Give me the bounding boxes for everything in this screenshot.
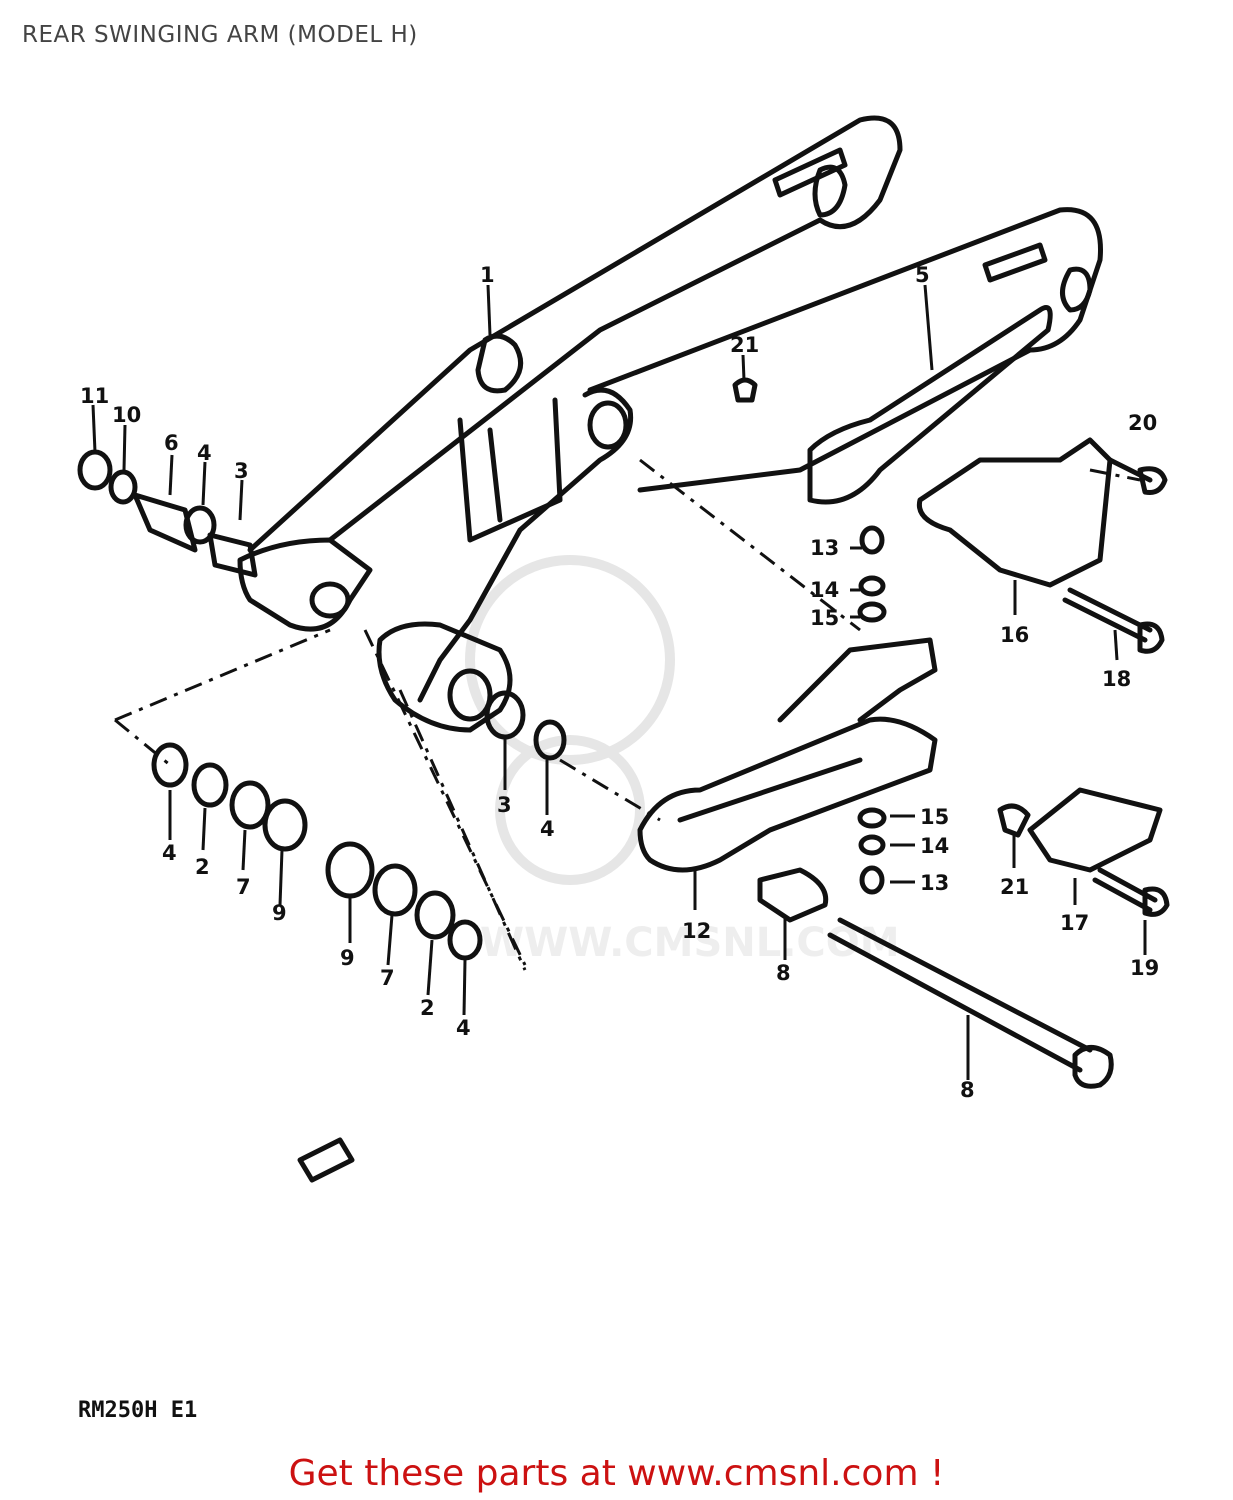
pointer-lines xyxy=(91,284,1147,1080)
callout-6-lower: 8 xyxy=(776,961,791,985)
callout-20: 20 xyxy=(1128,411,1157,435)
watermark-text: WWW.CMSNL.COM xyxy=(480,920,900,966)
callout-4-lower-left: 4 xyxy=(162,841,177,865)
callout-2-lower-center: 2 xyxy=(420,996,435,1020)
callout-7-lower-center: 7 xyxy=(380,966,395,990)
model-code: RM250H E1 xyxy=(78,1398,198,1423)
watermark-logo xyxy=(465,555,675,885)
callout-15-lower: 15 xyxy=(920,805,949,829)
callout-16: 16 xyxy=(1000,623,1029,647)
callout-21-upper: 21 xyxy=(730,333,759,357)
callout-21-lower: 21 xyxy=(1000,875,1029,899)
callout-18: 18 xyxy=(1102,667,1131,691)
callout-3-left: 3 xyxy=(234,459,249,483)
callout-8: 8 xyxy=(960,1078,975,1102)
callout-14-lower: 14 xyxy=(920,834,949,858)
footer-parts-link[interactable]: Get these parts at www.cmsnl.com ! xyxy=(288,1453,945,1494)
callout-10: 10 xyxy=(112,403,141,427)
callout-13-lower: 13 xyxy=(920,871,949,895)
callout-12: 12 xyxy=(682,919,711,943)
callout-9-lower-left: 9 xyxy=(272,901,287,925)
callout-11: 11 xyxy=(80,384,109,408)
callout-1: 1 xyxy=(480,263,495,287)
callout-3-center: 3 xyxy=(497,793,512,817)
callout-19: 19 xyxy=(1130,956,1159,980)
callout-4-center: 4 xyxy=(540,817,555,841)
leader-lines xyxy=(114,458,1141,971)
page-title: REAR SWINGING ARM (MODEL H) xyxy=(22,22,418,48)
swing-arm-drawing xyxy=(77,115,1170,1183)
callout-15-upper: 15 xyxy=(810,606,839,630)
callout-6-left: 6 xyxy=(164,431,179,455)
callout-4-lower-center: 4 xyxy=(456,1016,471,1040)
callout-5: 5 xyxy=(915,263,930,287)
callout-2-lower-left: 2 xyxy=(195,855,210,879)
callout-9-lower-center: 9 xyxy=(340,946,355,970)
callout-14-upper: 14 xyxy=(810,578,839,602)
callout-7-lower-left: 7 xyxy=(236,875,251,899)
callout-4-left: 4 xyxy=(197,441,212,465)
callout-17: 17 xyxy=(1060,911,1089,935)
callout-13-upper: 13 xyxy=(810,536,839,560)
